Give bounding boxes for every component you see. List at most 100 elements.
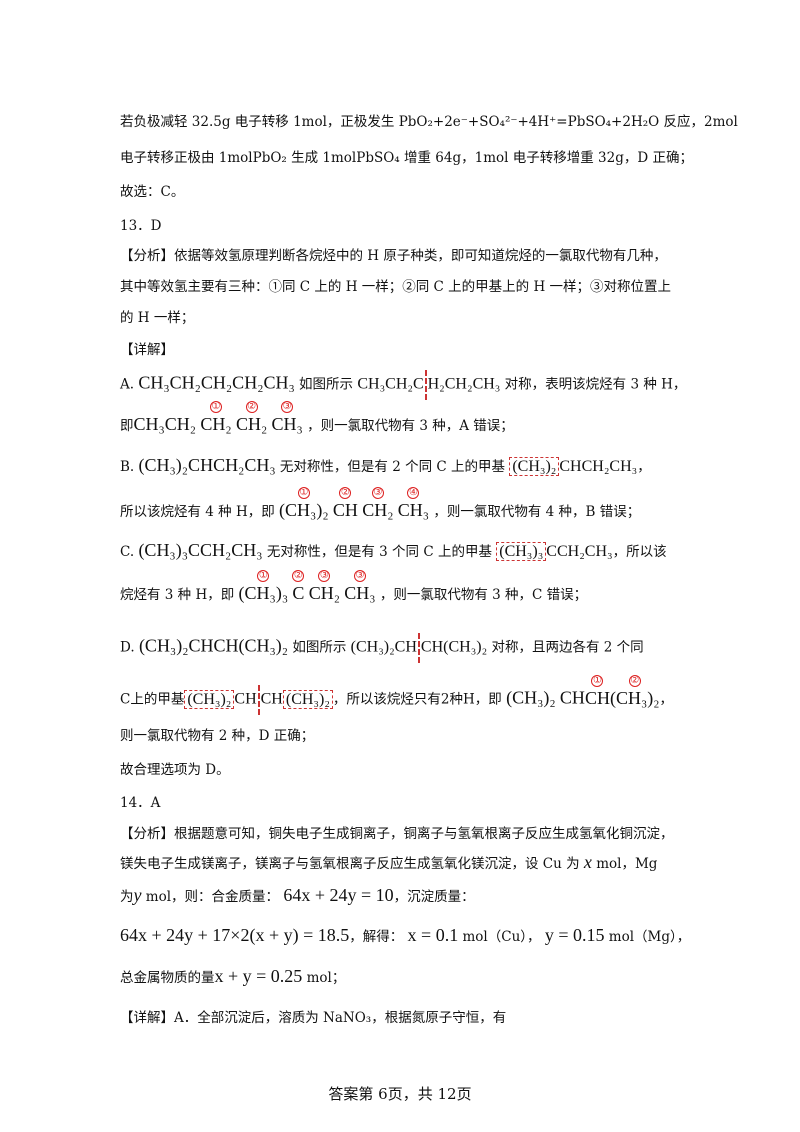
circled-number: ③ bbox=[371, 487, 384, 499]
text: 如图所示 bbox=[292, 639, 347, 656]
text: 总金属物质的量 bbox=[120, 970, 215, 986]
text: 对称，且两边各有 2 个同 bbox=[491, 639, 644, 656]
option-b-line: B. (CH₃)₂CHCH₂CH₃ 无对称性，但是有 2 个同 C 上的甲基 (… bbox=[120, 455, 651, 476]
text: 对称，表明该烷烃有 3 种 H， bbox=[504, 376, 687, 393]
circled-number: ③ bbox=[353, 570, 366, 582]
text: ，则一氯取代物有 4 种，B 错误； bbox=[433, 504, 641, 520]
circled-number: ② bbox=[292, 570, 305, 582]
text-line: 则一氯取代物有 2 种，D 正确； bbox=[120, 728, 315, 744]
circled-number: ② bbox=[339, 487, 352, 499]
formula: (CH₃)₂CH bbox=[350, 638, 417, 656]
text-line: 若负极减轻 32.5g 电子转移 1mol，正极发生 PbO₂+2e⁻+SO₄²… bbox=[120, 114, 738, 130]
equation: 64x + 24y = 10 bbox=[283, 885, 394, 905]
circled-number: ① bbox=[257, 570, 270, 582]
labeled-group: ①(CH₃)₂ bbox=[279, 487, 329, 520]
circled-number: ① bbox=[297, 487, 310, 499]
variable: y bbox=[133, 885, 142, 905]
text: mol； bbox=[306, 970, 346, 986]
circled-number: ③ bbox=[318, 570, 331, 582]
formula: (CH₃)₃CCH₂CH₃ bbox=[138, 540, 263, 560]
circled-number: ④ bbox=[407, 487, 420, 499]
symmetry-line bbox=[417, 633, 420, 663]
symmetry-line bbox=[257, 685, 260, 715]
text-line: 镁失电子生成镁离子，镁离子与氢氧根离子反应生成氢氧化镁沉淀，设 Cu 为 x m… bbox=[120, 852, 657, 873]
text-line: 故选：C。 bbox=[120, 184, 185, 200]
text: ， bbox=[637, 459, 651, 475]
text-line: 其中等效氢主要有三种：①同 C 上的 H 一样；②同 C 上的甲基上的 H 一样… bbox=[120, 279, 672, 295]
formula: CH₃CH₂CH₂CH₂CH₃ bbox=[138, 372, 295, 393]
formula: CH(CH₃)₂ bbox=[420, 638, 488, 656]
text: 烷烃有 3 种 H，即 bbox=[120, 587, 235, 603]
circled-number: ① bbox=[591, 674, 604, 687]
text: 镁失电子生成镁离子，镁离子与氢氧根离子反应生成氢氧化镁沉淀，设 Cu 为 bbox=[120, 856, 580, 872]
highlight-box: (CH₃)₂ bbox=[282, 689, 333, 709]
highlight-box: (CH₃)₂ bbox=[509, 457, 560, 476]
text: mol，则：合金质量： bbox=[145, 889, 280, 905]
text: ，则一氯取代物有 3 种，A 错误； bbox=[307, 418, 514, 434]
formula: CH₃CH₂ bbox=[133, 414, 197, 434]
equation: x = 0.1 bbox=[407, 925, 459, 945]
label: B. bbox=[120, 459, 135, 475]
text: mol（Cu）， bbox=[462, 929, 541, 945]
formula: CH₃CH₂C bbox=[357, 375, 424, 393]
text: 如图所示 bbox=[299, 376, 354, 393]
detail-heading: 【详解】 bbox=[120, 342, 174, 358]
labeled-group: ②(CH₃)₂ bbox=[609, 674, 660, 708]
formula: (CH₃)₂ bbox=[506, 687, 556, 708]
text: ，解得： bbox=[349, 929, 404, 945]
text: 为 bbox=[120, 889, 134, 905]
text-line: 总金属物质的量x + y = 0.25 mol； bbox=[120, 966, 345, 987]
question-number: 14．A bbox=[120, 795, 161, 811]
equation: x + y = 0.25 bbox=[214, 966, 303, 986]
highlight-box: (CH₃)₃ bbox=[496, 542, 547, 561]
label: A. bbox=[120, 376, 135, 393]
variable: x bbox=[583, 852, 592, 872]
text: ，则一氯取代物有 3 种，C 错误； bbox=[379, 587, 588, 603]
text-line: 电子转移正极由 1molPbO₂ 生成 1molPbSO₄ 增重 64g，1mo… bbox=[120, 150, 693, 166]
text: ，沉淀质量： bbox=[393, 889, 475, 905]
text: C上的甲基 bbox=[120, 691, 185, 708]
symmetry-line bbox=[424, 370, 427, 400]
text-line: 为y mol，则：合金质量： 64x + 24y = 10，沉淀质量： bbox=[120, 885, 475, 906]
labeled-group: ①(CH₃)₃ bbox=[238, 570, 289, 603]
formula: H₂CH₂CH₃ bbox=[427, 375, 501, 393]
text: ，所以该 bbox=[612, 544, 667, 560]
question-number: 13．D bbox=[120, 218, 162, 234]
page-footer: 答案第 6页，共 12页 bbox=[328, 1085, 472, 1103]
circled-number: ② bbox=[628, 674, 641, 687]
text: 所以该烷烃有 4 种 H，即 bbox=[120, 504, 275, 520]
text: 即 bbox=[120, 418, 134, 434]
label: D. bbox=[120, 639, 135, 656]
analysis-line: 【分析】根据题意可知，铜失电子生成铜离子，铜离子与氢氧根离子反应生成氢氧化铜沉淀… bbox=[120, 826, 674, 842]
option-c-line: C. (CH₃)₃CCH₂CH₃ 无对称性，但是有 3 个同 C 上的甲基 (C… bbox=[120, 540, 667, 561]
formula: CHCH₂CH₃ bbox=[559, 458, 638, 475]
text-line: 64x + 24y + 17×2(x + y) = 18.5，解得： x = 0… bbox=[120, 925, 690, 946]
detail-line: 【详解】A．全部沉淀后，溶质为 NaNO₃，根据氮原子守恒，有 bbox=[120, 1010, 507, 1026]
formula: (CH₃)₂CHCH₂CH₃ bbox=[138, 455, 276, 475]
circled-number: ③ bbox=[281, 401, 294, 413]
text: ， bbox=[659, 691, 674, 708]
text: 无对称性，但是有 2 个同 C 上的甲基 bbox=[279, 459, 506, 475]
formula: CH bbox=[559, 687, 585, 708]
formula: (CH₃)₂CHCH(CH₃)₂ bbox=[138, 635, 289, 656]
text: mol，Mg bbox=[596, 856, 658, 872]
circled-number: ① bbox=[210, 401, 222, 413]
text-line: 故合理选项为 D。 bbox=[120, 762, 230, 778]
label: C. bbox=[120, 544, 135, 560]
formula: CCH₂CH₃ bbox=[546, 543, 613, 560]
text: 无对称性，但是有 3 个同 C 上的甲基 bbox=[266, 544, 492, 560]
